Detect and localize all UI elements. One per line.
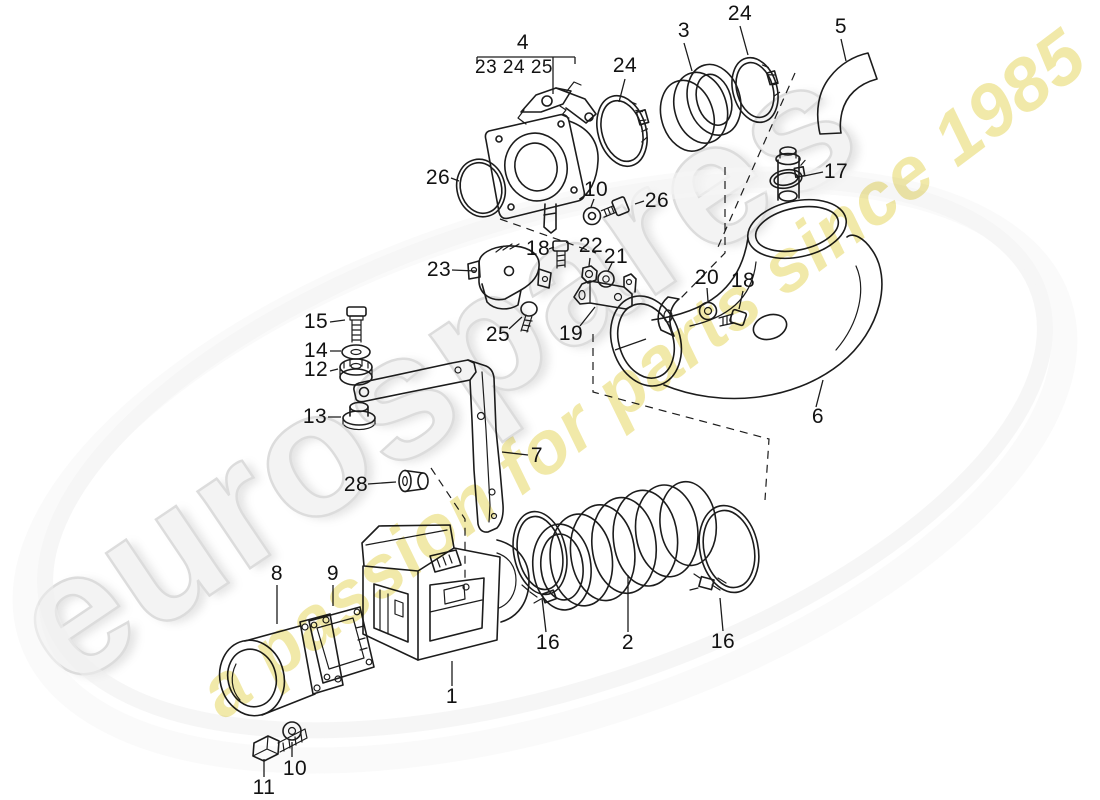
part-nut-22: [581, 265, 598, 284]
part-bellows-hose-2: [531, 480, 718, 611]
part-screw-25: [520, 301, 538, 333]
part-bolt-26: [600, 196, 630, 218]
dashed-assembly-lines: [430, 72, 796, 581]
leader-lines: [263, 25, 847, 777]
part-bolt-18-left: [552, 240, 569, 269]
part-hose-clamp-24-left: [596, 94, 650, 168]
part-adapter-flange-8: [218, 613, 344, 717]
part-hose-clamp-16-left: [512, 510, 568, 604]
part-support-bracket-7: [353, 359, 504, 533]
part-corrugated-sleeve-3: [659, 63, 742, 152]
watermark-swoosh: [12, 166, 1078, 774]
part-grommet-12: [339, 358, 373, 386]
part-idle-actuator-23: [467, 243, 552, 310]
part-intake-elbow-6: [609, 146, 883, 400]
part-curved-duct-5: [816, 52, 878, 135]
part-bolt-18-right: [718, 308, 748, 327]
part-hose-clamp-24-right: [731, 56, 781, 124]
part-spacer-28: [398, 469, 429, 493]
part-washer-14: [341, 344, 371, 360]
part-rubber-mount-13: [342, 401, 376, 431]
part-gasket-9: [308, 606, 375, 684]
part-oring: [455, 158, 507, 218]
part-bolt-11: [252, 728, 308, 762]
part-hose-clamp-17: [769, 159, 806, 190]
part-washer-20: [698, 301, 718, 321]
part-hose-clamp-16-right: [689, 504, 760, 594]
part-throttle-body: [484, 81, 599, 234]
part-bolt-15: [346, 306, 367, 343]
part-washer-21: [597, 270, 615, 288]
part-washer-top: [582, 206, 602, 226]
part-bracket-19: [573, 273, 637, 310]
